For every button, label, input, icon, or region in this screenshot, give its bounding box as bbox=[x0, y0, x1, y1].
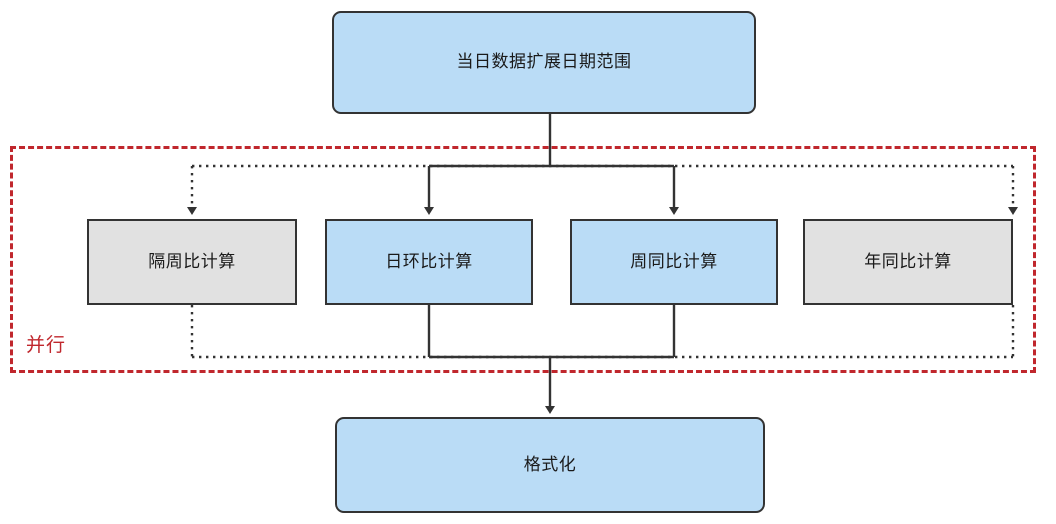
node-yearly-yoy-ratio[interactable]: 年同比计算 bbox=[803, 219, 1013, 305]
node-weekly-yoy-ratio-label: 周同比计算 bbox=[630, 251, 718, 271]
node-top-label: 当日数据扩展日期范围 bbox=[456, 52, 632, 72]
node-weekly-yoy-ratio[interactable]: 周同比计算 bbox=[570, 219, 778, 305]
node-format[interactable]: 格式化 bbox=[335, 417, 765, 513]
node-biweekly-ratio[interactable]: 隔周比计算 bbox=[87, 219, 297, 305]
node-format-label: 格式化 bbox=[523, 454, 577, 474]
node-daily-chain-ratio-label: 日环比计算 bbox=[385, 251, 473, 271]
parallel-group-box bbox=[10, 146, 1036, 373]
parallel-group-label: 并行 bbox=[26, 335, 67, 356]
node-top[interactable]: 当日数据扩展日期范围 bbox=[332, 11, 756, 114]
node-biweekly-ratio-label: 隔周比计算 bbox=[148, 251, 236, 271]
node-daily-chain-ratio[interactable]: 日环比计算 bbox=[325, 219, 533, 305]
node-yearly-yoy-ratio-label: 年同比计算 bbox=[864, 251, 952, 271]
